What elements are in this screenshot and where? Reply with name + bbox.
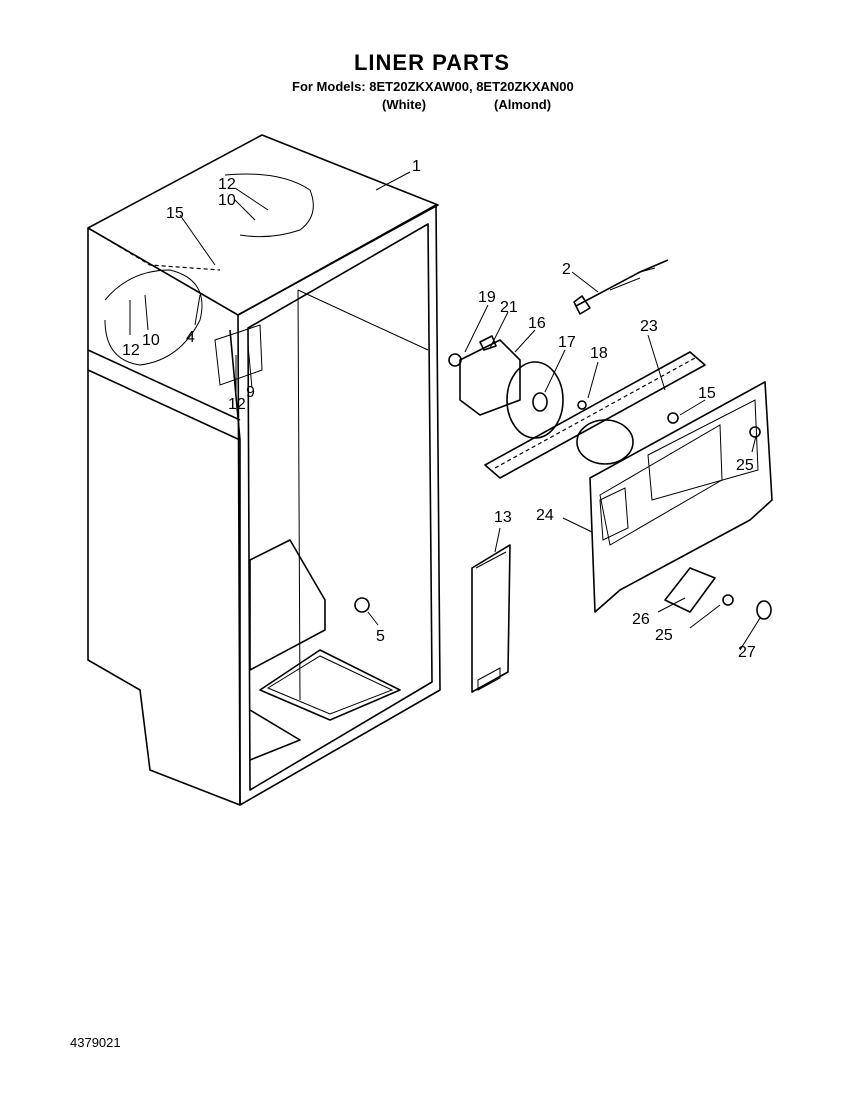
callout-13: 13 bbox=[494, 509, 512, 526]
callout-1: 1 bbox=[412, 158, 421, 175]
callout-15-right: 15 bbox=[698, 385, 716, 402]
callout-24: 24 bbox=[536, 507, 554, 524]
callout-25-bottom: 25 bbox=[655, 627, 673, 644]
callout-27: 27 bbox=[738, 644, 756, 661]
callout-5: 5 bbox=[376, 628, 385, 645]
callout-12-top: 12 bbox=[218, 176, 236, 193]
callout-19: 19 bbox=[478, 289, 496, 306]
callout-labels: 1 2 4 5 9 10 10 12 12 12 13 15 15 16 17 … bbox=[122, 158, 756, 661]
callout-9: 9 bbox=[246, 384, 255, 401]
color-white-label: (White) bbox=[382, 97, 427, 112]
callout-2: 2 bbox=[562, 261, 571, 278]
rear-panel bbox=[589, 381, 773, 620]
callout-18: 18 bbox=[590, 345, 608, 362]
fan-motor-assembly bbox=[448, 335, 564, 439]
callout-4: 4 bbox=[186, 329, 195, 346]
callout-10-top: 10 bbox=[218, 192, 236, 209]
document-number: 4379021 bbox=[70, 1035, 121, 1050]
callout-26: 26 bbox=[632, 611, 650, 628]
air-duct bbox=[471, 544, 511, 693]
callout-10-left: 10 bbox=[142, 332, 160, 349]
wire-harness bbox=[573, 259, 669, 315]
models-line: For Models: 8ET20ZKXAW00, 8ET20ZKXAN00 bbox=[292, 79, 574, 94]
callout-12-mid: 12 bbox=[228, 396, 246, 413]
callout-12-left: 12 bbox=[122, 342, 140, 359]
callout-25-right: 25 bbox=[736, 457, 754, 474]
callout-15-top: 15 bbox=[166, 205, 184, 222]
leader-lines bbox=[129, 171, 761, 651]
callout-16: 16 bbox=[528, 315, 546, 332]
callout-17: 17 bbox=[558, 334, 576, 351]
callout-21: 21 bbox=[500, 299, 518, 316]
callout-23: 23 bbox=[640, 318, 658, 335]
color-almond-label: (Almond) bbox=[494, 97, 552, 112]
evaporator-cover bbox=[484, 351, 706, 479]
liner-cabinet bbox=[87, 134, 441, 806]
page-title: LINER PARTS bbox=[353, 50, 511, 75]
